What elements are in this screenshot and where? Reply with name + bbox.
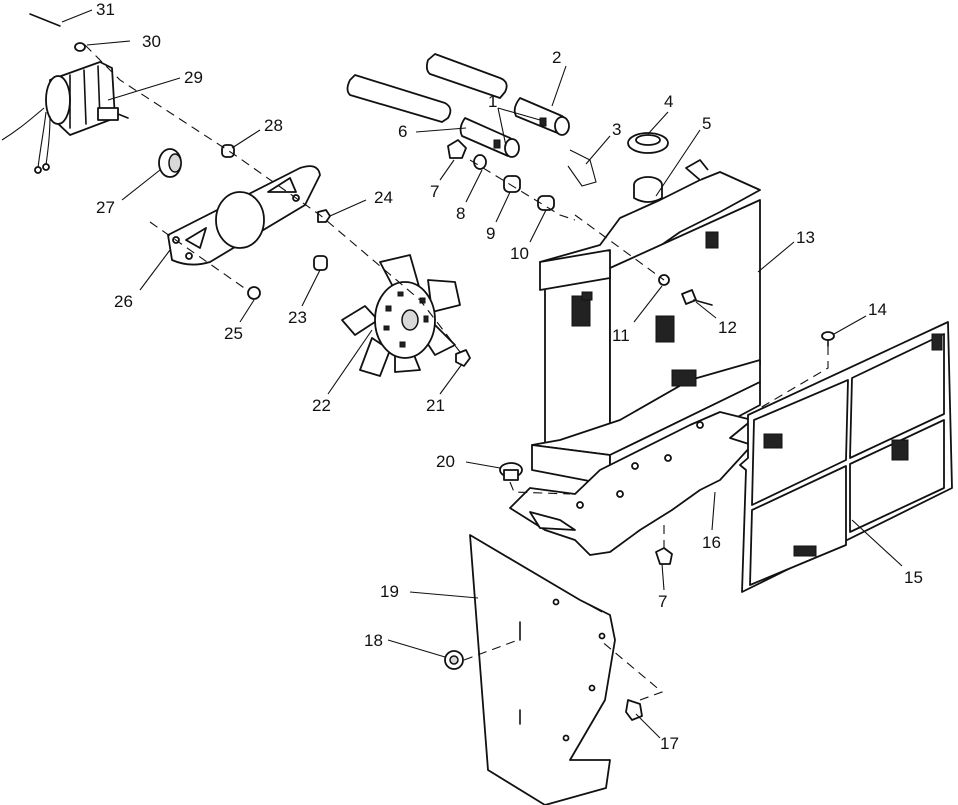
- callout-17: 17: [660, 734, 679, 753]
- side-panel-part-19: [469, 534, 616, 805]
- spacer-part-23: [313, 255, 328, 271]
- hose-elbow-part-6: [459, 117, 520, 158]
- callout-19: 19: [380, 582, 399, 601]
- screen-part-15: [739, 321, 953, 593]
- screw-part-25: [149, 221, 261, 300]
- grommet-part-18: [444, 639, 519, 670]
- callout-7-lower: 7: [658, 592, 667, 611]
- fan-part-22: [341, 254, 461, 377]
- callout-8: 8: [456, 204, 465, 223]
- mounting-shelf-part-16: [509, 411, 753, 556]
- nut-part-21: [455, 349, 471, 367]
- callout-9: 9: [486, 224, 495, 243]
- callout-25: 25: [224, 324, 243, 343]
- grommet-part-20: [499, 462, 571, 495]
- pin-part-31: [29, 13, 61, 27]
- callout-1: 1: [488, 92, 497, 111]
- callout-22: 22: [312, 396, 331, 415]
- callout-2: 2: [552, 48, 561, 67]
- plug-part-17: [599, 639, 664, 721]
- bracket-part-3: [567, 149, 597, 187]
- callout-14: 14: [868, 300, 887, 319]
- callout-3: 3: [612, 120, 621, 139]
- callout-labels: 31 30 29 28 27 26 25 24 23 22 21 20 19 1…: [96, 0, 923, 753]
- nut-part-7-lower: [655, 525, 673, 565]
- callout-31: 31: [96, 0, 115, 19]
- callout-28: 28: [264, 116, 283, 135]
- leader-lines: [61, 9, 903, 739]
- callout-16: 16: [702, 533, 721, 552]
- clamp-part-1a: [539, 117, 547, 127]
- callout-15: 15: [904, 568, 923, 587]
- callout-5: 5: [702, 114, 711, 133]
- callout-11: 11: [612, 326, 630, 345]
- nut-part-7-upper: [447, 139, 467, 159]
- hose-lower: [346, 74, 452, 123]
- clamp-part-1b: [493, 139, 501, 149]
- hose-upper: [425, 53, 508, 99]
- callout-13: 13: [796, 228, 815, 247]
- callout-18: 18: [364, 631, 383, 650]
- callout-21: 21: [426, 396, 445, 415]
- bushing-part-9: [503, 175, 521, 193]
- callout-20: 20: [436, 452, 455, 471]
- callout-24: 24: [374, 188, 393, 207]
- callout-27: 27: [96, 198, 115, 217]
- callout-10: 10: [510, 244, 529, 263]
- radiator-part-13: [531, 159, 761, 486]
- hose-elbow-part-2: [513, 97, 570, 136]
- callout-4: 4: [664, 92, 673, 111]
- callout-12: 12: [718, 318, 737, 337]
- shroud-plate-part-26: [167, 165, 321, 266]
- callout-29: 29: [184, 68, 203, 87]
- pulley-part-27: [158, 148, 182, 178]
- spacer-part-28: [221, 144, 235, 158]
- washer-part-8: [473, 154, 487, 170]
- callout-30: 30: [142, 32, 161, 51]
- nut-part-24: [317, 209, 331, 223]
- fan-motor-part-29: [1, 13, 129, 174]
- callout-6: 6: [398, 122, 407, 141]
- filler-neck-part-5: [633, 176, 663, 203]
- screw-part-14: [759, 331, 835, 409]
- callout-23: 23: [288, 308, 307, 327]
- callout-7-upper: 7: [430, 182, 439, 201]
- radiator-cap-part-4: [627, 132, 669, 154]
- washer-part-30: [74, 42, 86, 52]
- callout-26: 26: [114, 292, 133, 311]
